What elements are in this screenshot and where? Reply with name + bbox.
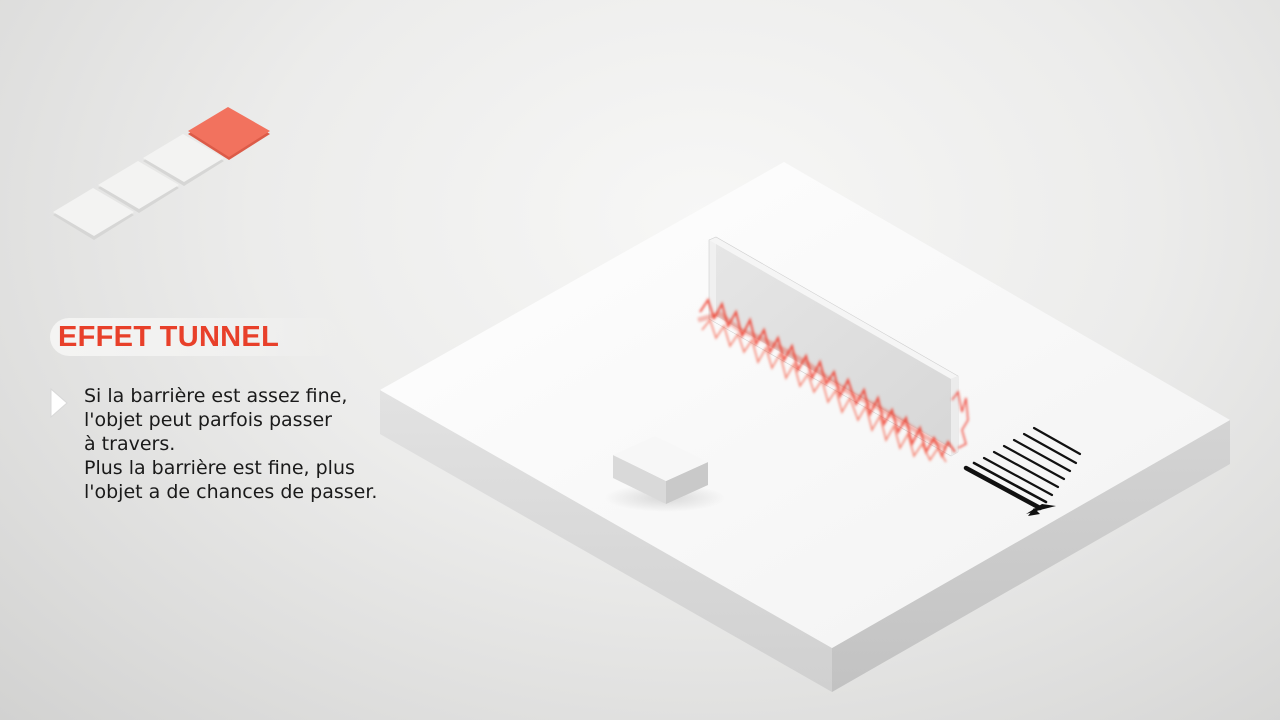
progress-steps <box>53 107 270 240</box>
progress-step-2 <box>98 161 179 213</box>
description-line: Si la barrière est assez fine, <box>84 385 348 407</box>
play-triangle-icon <box>50 388 68 418</box>
page-title: EFFET TUNNEL <box>58 321 280 353</box>
platform-right-side <box>832 420 1230 692</box>
barrier-wall <box>708 236 959 457</box>
arrow-right-icon <box>963 426 1082 516</box>
wave-packet <box>697 297 969 463</box>
progress-step-1 <box>53 188 134 240</box>
description-line: Plus la barrière est fine, plus <box>84 457 355 479</box>
platform-slab <box>380 162 1230 692</box>
description-line: l'objet peut parfois passer <box>84 409 332 431</box>
progress-step-3 <box>143 134 224 186</box>
platform-left-side <box>380 390 832 692</box>
platform-top <box>380 162 1230 648</box>
description-line: l'objet a de chances de passer. <box>84 481 378 503</box>
title-pill <box>50 318 340 356</box>
description-line: à travers. <box>84 433 176 455</box>
progress-step-4-active <box>188 107 270 160</box>
description-text: Si la barrière est assez fine, l'objet p… <box>84 384 404 504</box>
small-block <box>605 436 725 512</box>
